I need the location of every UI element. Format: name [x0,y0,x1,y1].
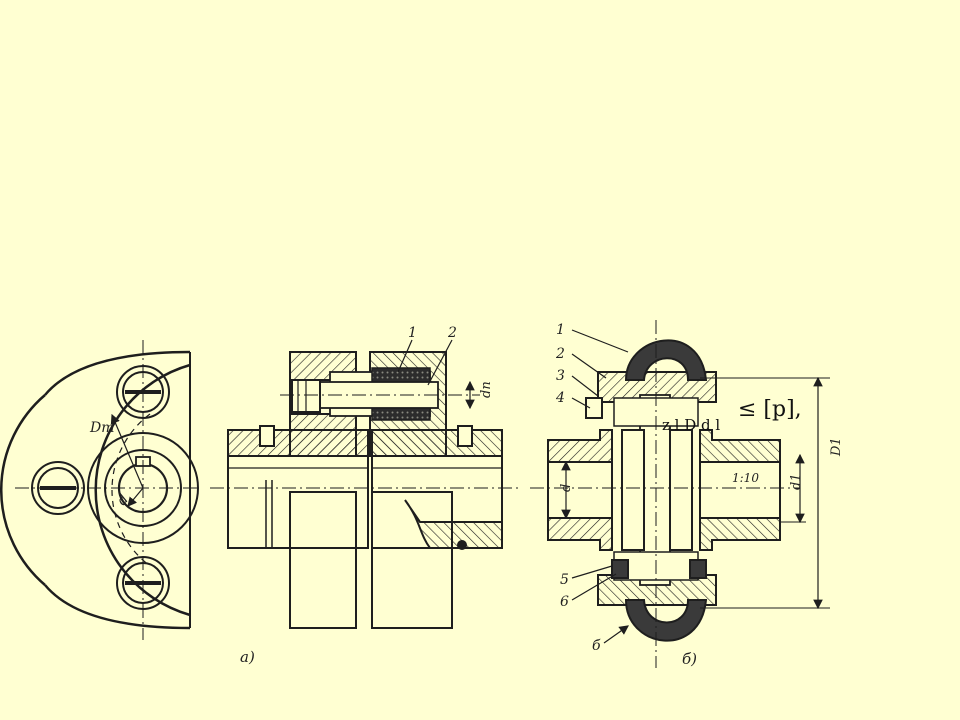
callout-b-2: 2 [555,346,565,362]
caption-a: а) [240,648,255,666]
formula-sub: z l D d l [662,416,720,434]
end-view [0,340,200,640]
label-dn: dп [479,381,494,398]
formula-main: ≤ [p], [738,397,802,422]
label-d-b: d [559,484,574,492]
section-view-b [530,320,830,668]
callout-b-4: 4 [555,390,565,406]
callout-b-5: 5 [560,572,569,588]
section-view-a [210,339,520,629]
callout-a-1: 1 [408,325,417,341]
callout-a-2: 2 [447,325,457,341]
label-d-a: d [114,492,132,509]
callout-b-6: 6 [560,594,569,610]
label-D1: D1 [829,437,844,457]
section-mark-b: б [592,638,601,654]
label-d1: d1 [789,473,804,490]
label-taper: 1:10 [732,471,759,485]
callout-b-1: 1 [556,322,565,338]
callout-b-3: 3 [556,368,565,384]
caption-b: б) [682,650,697,668]
label-Dm: Dm [89,420,115,436]
